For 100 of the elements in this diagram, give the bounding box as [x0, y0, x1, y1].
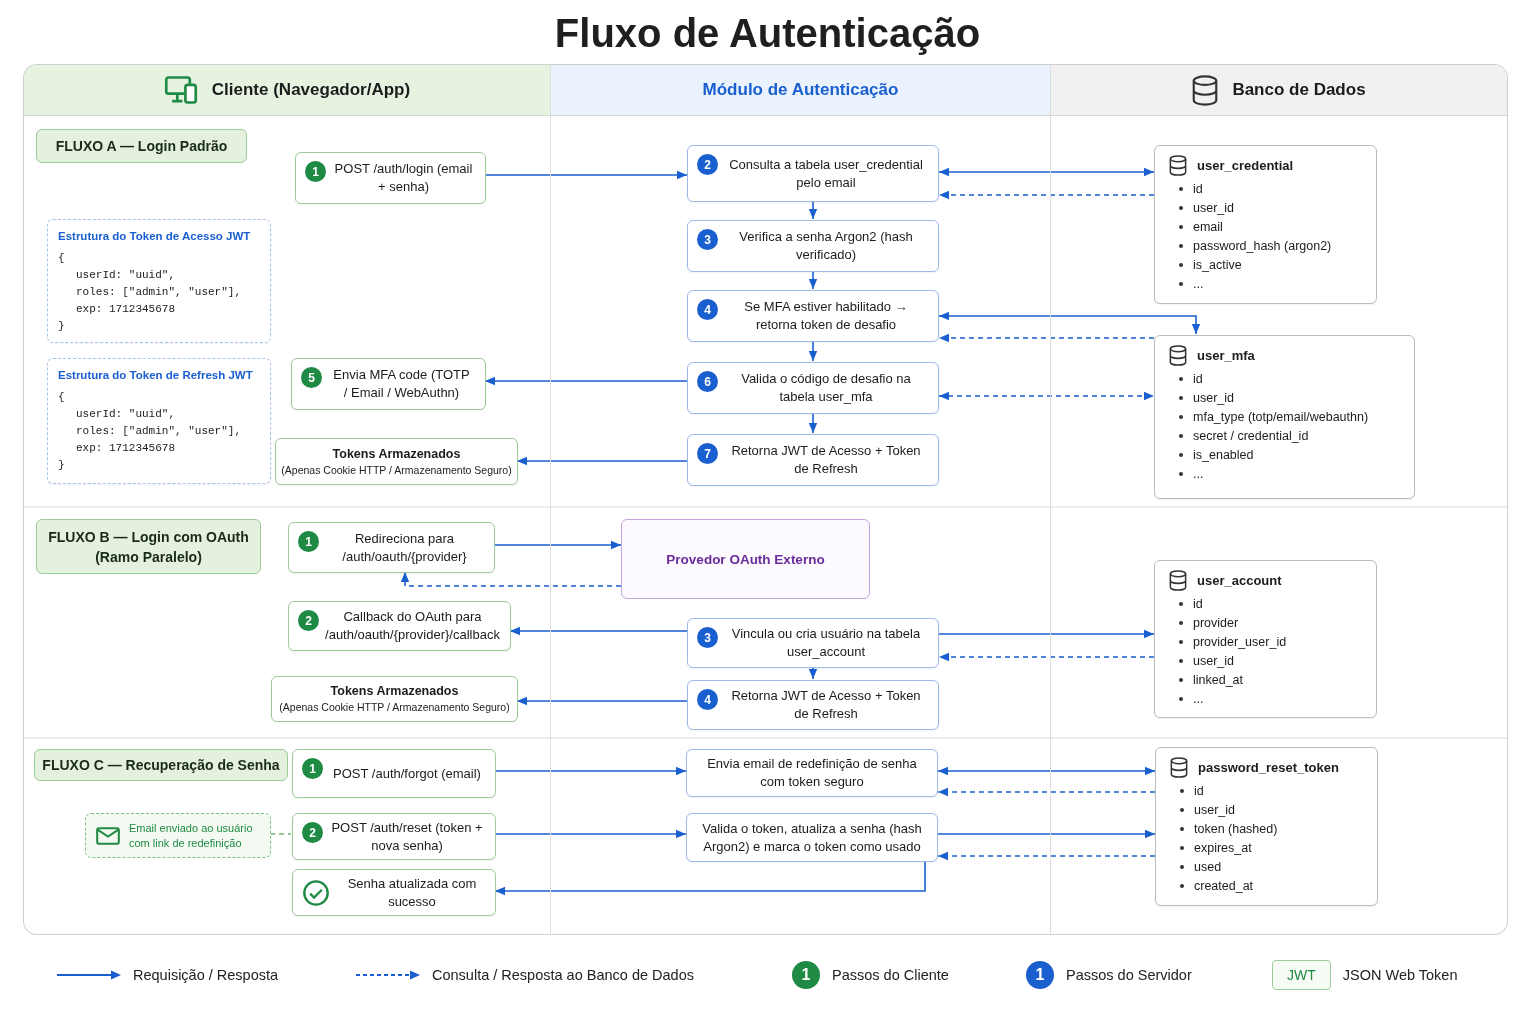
arrow: [493, 540, 622, 550]
step-text: Valida o código de desafio na tabela user_mfa: [740, 370, 912, 406]
arrow: [484, 170, 688, 180]
section-label: FLUXO A — Login Padrão: [36, 129, 247, 163]
column-name: is_active: [1193, 257, 1242, 272]
process-box: [687, 220, 939, 272]
code-title: Estrutura do Token de Acesso JWT: [58, 229, 251, 244]
step-number-marker: 3: [697, 229, 718, 250]
column-name: ...: [1193, 276, 1204, 291]
double-arrow: [937, 766, 1156, 776]
arrow: [484, 376, 688, 386]
process-box: [686, 813, 938, 862]
step-text: Retorna JWT de Acesso + Token de Refresh: [730, 442, 922, 478]
column-name: user_id: [1193, 653, 1234, 668]
column-name: token (hashed): [1194, 821, 1278, 836]
column-name: provider: [1193, 615, 1239, 630]
step-text: Valida o token, atualiza a senha (hash Argon2) e marca o token como usado: [701, 819, 923, 856]
code-line: {: [58, 251, 65, 266]
step-text: Envia MFA code (TOTP / Email / WebAuthn): [332, 366, 471, 402]
arrow: [938, 629, 1155, 639]
column-name: ...: [1193, 466, 1204, 481]
step-number-marker: 5: [301, 367, 322, 388]
step-text: POST /auth/forgot (email): [333, 764, 481, 783]
column-name: id: [1193, 371, 1203, 386]
arrow: [516, 696, 688, 706]
diagram-title: Fluxo de Autenticação: [554, 10, 981, 57]
legend-text: JSON Web Token: [1342, 967, 1458, 983]
result-title: Tokens Armazenados: [330, 683, 459, 700]
step-text: Callback do OAuth para /auth/oauth/{provider}/callback: [325, 608, 500, 644]
step-text: Senha atualizada com sucesso: [346, 874, 478, 911]
step-number-marker: 1: [305, 161, 326, 182]
process-box: [291, 358, 486, 410]
column-name: user_id: [1193, 390, 1234, 405]
code-line: roles: ["admin", "user"],: [76, 424, 242, 439]
legend-text: Passos do Cliente: [832, 967, 949, 983]
legend-text: Requisição / Resposta: [133, 967, 279, 983]
table-name: user_credential: [1197, 158, 1294, 173]
external-service-box: [621, 519, 870, 599]
service-title: Provedor OAuth Externo: [666, 551, 825, 567]
arrow: [808, 412, 818, 434]
result-box: [292, 869, 496, 916]
column-name: linked_at: [1193, 672, 1244, 687]
column-name: password_hash (argon2): [1193, 238, 1332, 253]
dashed-connector: [269, 833, 292, 835]
dashed-arrow: [938, 652, 1155, 662]
step-number-marker: 7: [697, 443, 718, 464]
dashed-double-arrow: [938, 391, 1155, 401]
arrow: [516, 456, 688, 466]
column-name: is_enabled: [1193, 447, 1254, 462]
lane-title: Módulo de Autenticação: [702, 80, 899, 100]
lane-title: Banco de Dados: [1232, 80, 1366, 100]
code-snippet-box: [47, 219, 271, 343]
arrow: [509, 626, 688, 636]
column-name: id: [1194, 783, 1204, 798]
arrow: [808, 340, 818, 362]
column-name: email: [1193, 219, 1223, 234]
step-text: Verifica a senha Argon2 (hash verificado): [738, 228, 914, 264]
step-text: Se MFA estiver habilitado → retorna token de desafio: [743, 298, 909, 334]
double-arrow: [938, 167, 1155, 177]
code-line: exp: 1712345678: [76, 441, 176, 456]
step-text: Consulta a tabela user_credential pelo email: [728, 155, 924, 192]
arrow: [808, 270, 818, 290]
result-box: [271, 676, 518, 722]
process-box: [686, 749, 938, 797]
step-text: Envia email de redefinição de senha com token seguro: [706, 755, 918, 791]
step-number-marker: 4: [697, 689, 718, 710]
dashed-arrow: [938, 190, 1155, 200]
legend-text: Passos do Servidor: [1066, 967, 1192, 983]
process-box: [295, 152, 486, 204]
note-box: [85, 813, 271, 858]
legend-text: Consulta / Resposta ao Banco de Dados: [432, 967, 694, 983]
process-box: [292, 749, 496, 798]
step-number-marker: 1: [792, 961, 820, 989]
process-box: [687, 680, 939, 730]
step-number-marker: 1: [1026, 961, 1054, 989]
process-box: [687, 145, 939, 202]
lane-title: Cliente (Navegador/App): [211, 80, 411, 100]
dashed-arrow: [937, 787, 1156, 797]
dashed-arrow: [937, 851, 1156, 861]
double-arrow: [938, 311, 1201, 335]
process-box: [292, 813, 496, 860]
arrow: [937, 829, 1156, 839]
dashed-arrow: [938, 333, 1155, 343]
process-box: [687, 618, 939, 668]
step-number-marker: 1: [302, 758, 323, 779]
code-line: userId: "uuid",: [76, 407, 176, 422]
step-number-marker: 6: [697, 371, 718, 392]
column-name: user_id: [1194, 802, 1235, 817]
code-snippet-box: [47, 358, 271, 484]
abbreviation-tag: JWT: [1272, 960, 1331, 990]
column-name: user_id: [1193, 200, 1234, 215]
swimlane: [551, 64, 1051, 935]
section-label: FLUXO B — Login com OAuth (Ramo Paralelo): [36, 519, 261, 574]
process-box: [687, 434, 939, 486]
arrow: [808, 200, 818, 220]
code-line: userId: "uuid",: [76, 268, 176, 283]
column-name: secret / credential_id: [1193, 428, 1309, 443]
database-table-card: [1154, 560, 1377, 718]
code-line: }: [58, 458, 65, 473]
result-box: [275, 438, 518, 485]
